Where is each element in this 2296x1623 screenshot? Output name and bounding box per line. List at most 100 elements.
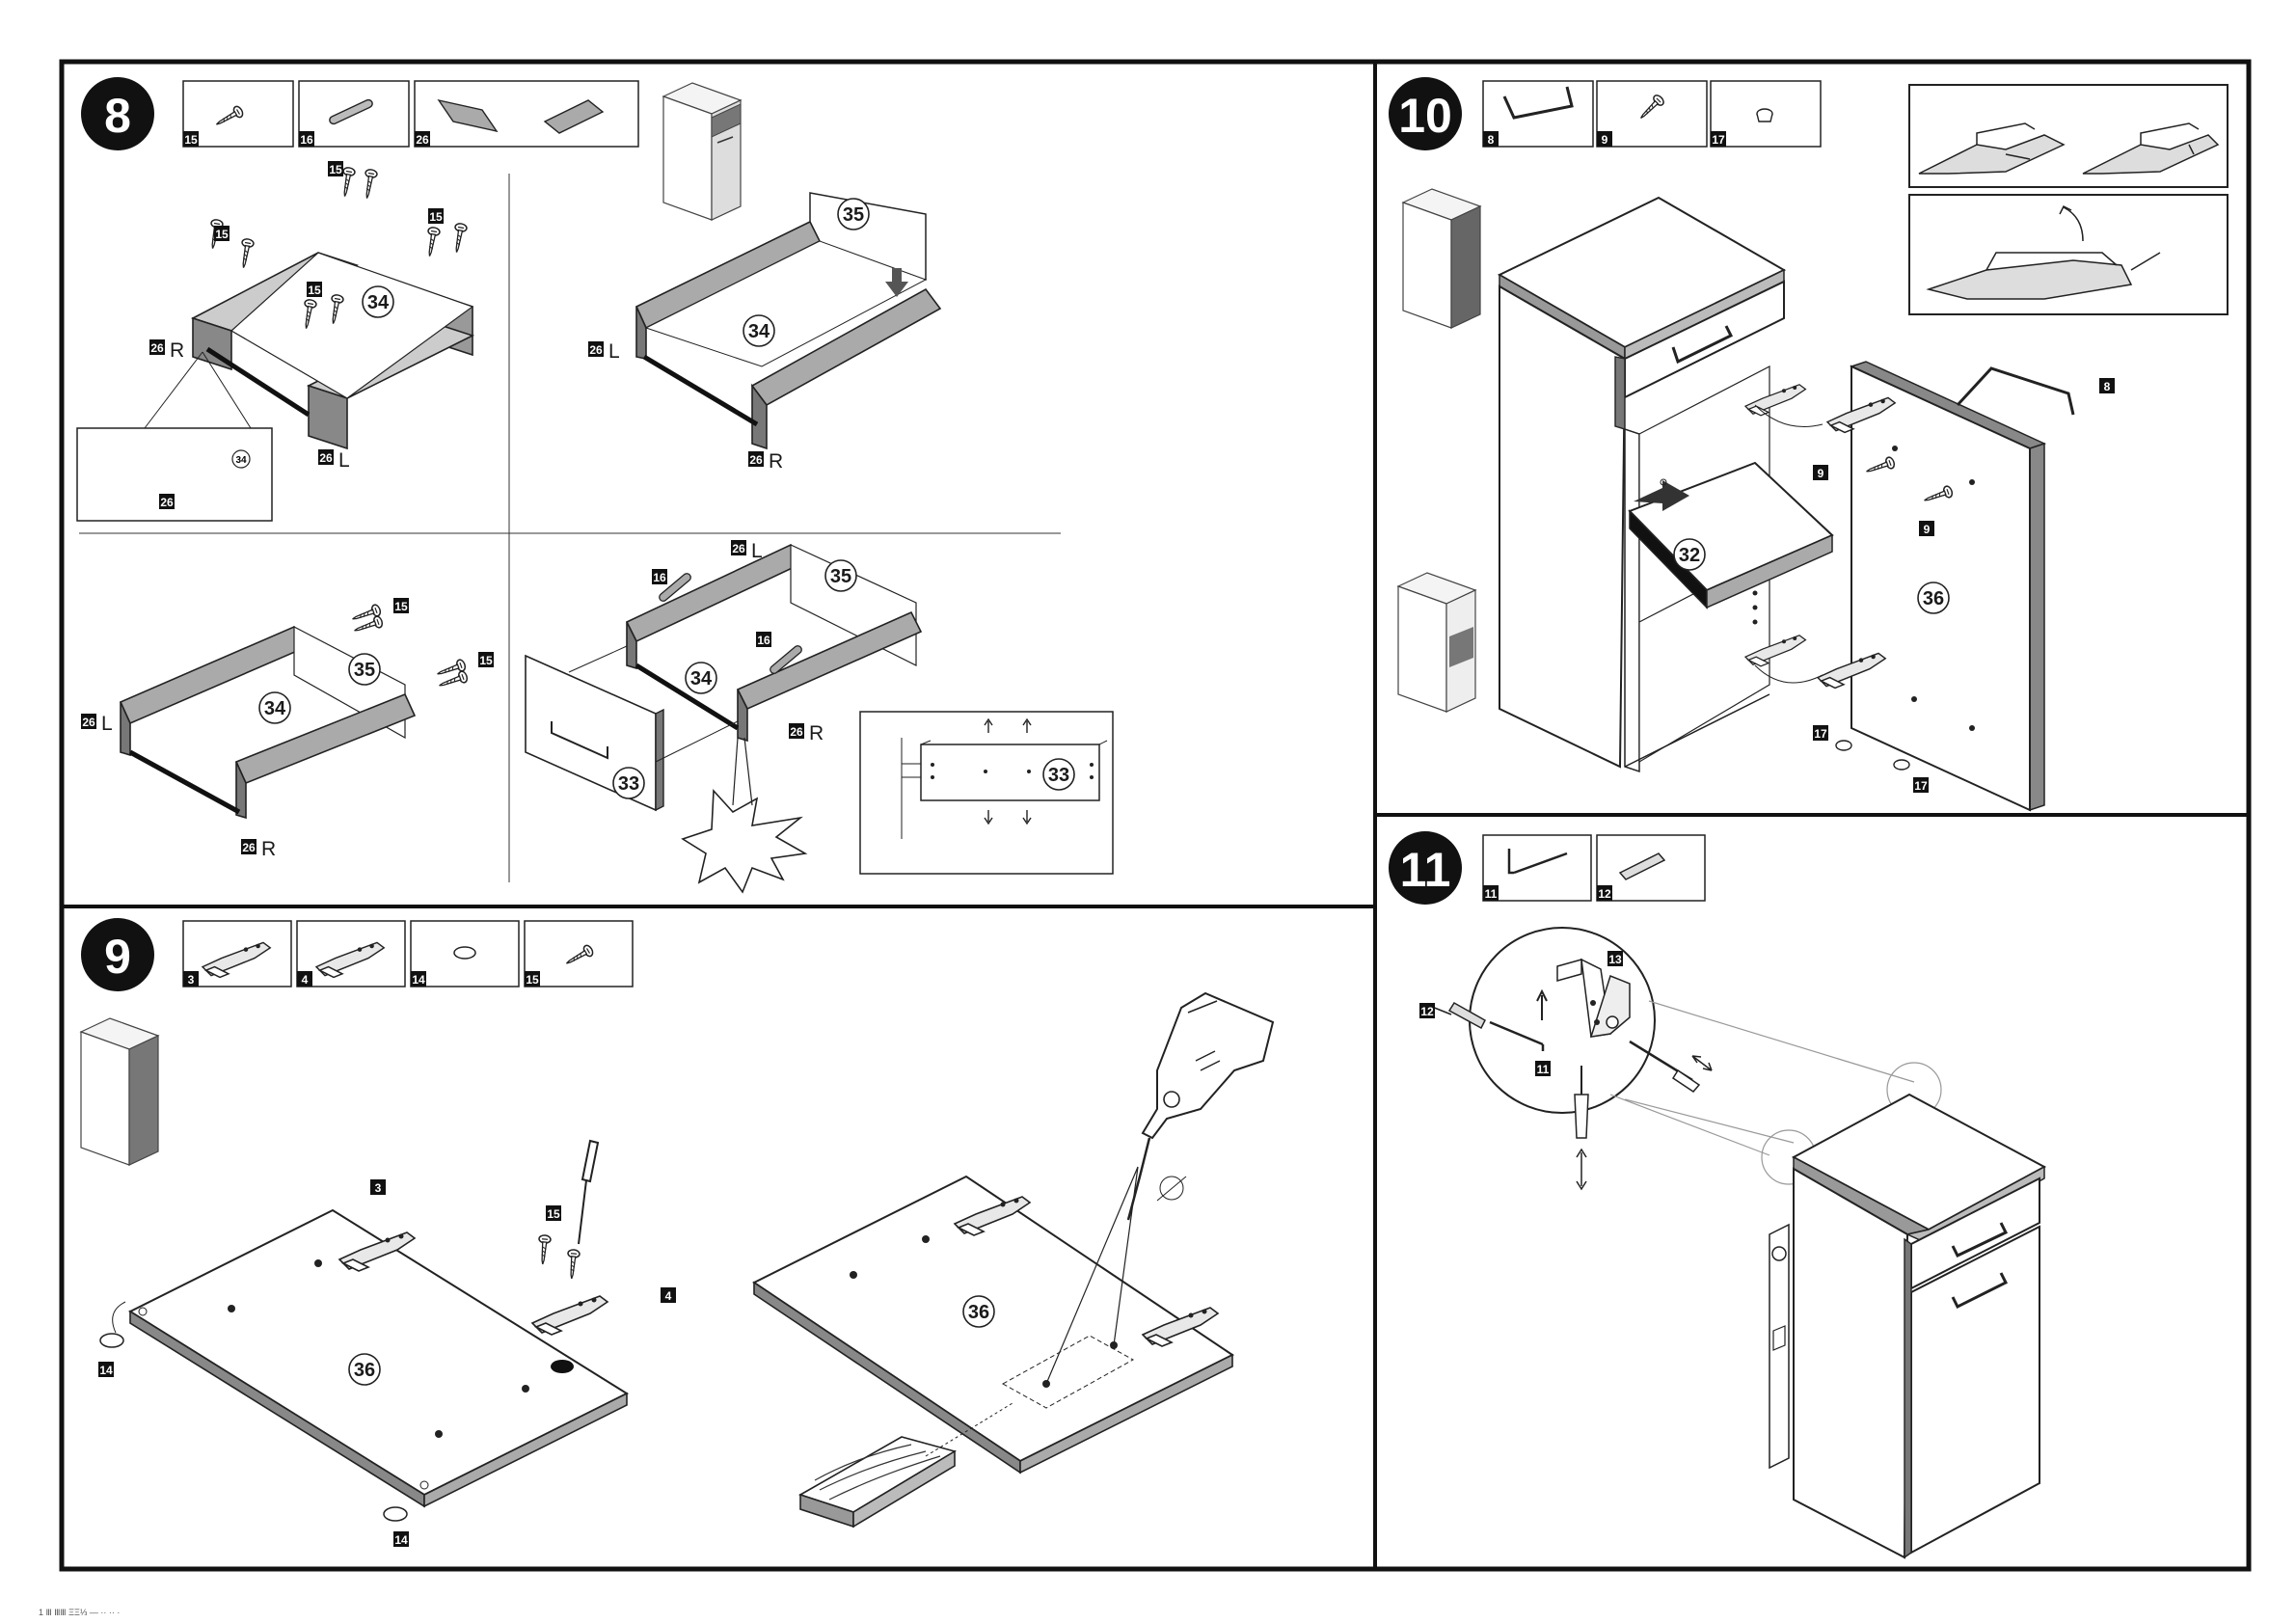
- bumper-icon: [1757, 109, 1772, 122]
- label: 34: [264, 698, 286, 719]
- label: 26: [160, 496, 174, 509]
- label: 9: [1818, 467, 1824, 480]
- wall-cabinet-11: [1769, 1095, 2044, 1557]
- drawer-assembly-8d: 33 16 16 26 L 35 34 26 R: [526, 540, 1113, 892]
- label: 3: [375, 1181, 382, 1195]
- step-9-number: 9: [104, 930, 131, 984]
- door-panel-9b: 36: [754, 993, 1273, 1527]
- part-34: 34: [367, 292, 390, 313]
- tag-15: 15: [184, 133, 198, 147]
- label: 26: [242, 841, 256, 854]
- label: 26: [319, 451, 333, 465]
- step-11-number: 11: [1400, 843, 1451, 897]
- label: 8: [2104, 380, 2111, 393]
- label: L: [751, 540, 763, 562]
- label: 14: [99, 1364, 113, 1377]
- screwdriver-icon: [579, 1141, 598, 1244]
- tag-16: 16: [300, 133, 313, 147]
- label: 9: [1924, 523, 1931, 536]
- tag-14: 14: [412, 973, 425, 987]
- door-panel-9a: 36 3 15 4 14 14: [98, 1141, 676, 1547]
- drawer-assembly-8a: 15 15 15 15 34 26 R 26 L 34 26: [77, 161, 473, 521]
- part-35: 35: [843, 204, 864, 226]
- tag-8: 8: [1488, 133, 1495, 147]
- label: 15: [479, 654, 493, 667]
- label: R: [769, 450, 783, 473]
- label: 36: [1923, 588, 1944, 609]
- tag-11: 11: [1485, 887, 1498, 901]
- label: 26: [150, 341, 164, 355]
- mini-cabinet-icon: [663, 83, 741, 220]
- mini-cabinet-icon: [1403, 189, 1480, 328]
- label: 34: [235, 455, 247, 466]
- label: 34: [748, 321, 770, 342]
- step-8-badge: 8: [81, 77, 154, 150]
- label: 16: [757, 634, 770, 647]
- label: L: [608, 340, 620, 363]
- mini-cabinet-icon: [81, 1018, 158, 1165]
- label: 17: [1814, 727, 1827, 741]
- bumper-pad-icon: [454, 947, 475, 959]
- tag-4: 4: [302, 973, 309, 987]
- label: R: [809, 722, 824, 744]
- label: 26: [790, 725, 803, 739]
- label: 11: [1537, 1063, 1550, 1076]
- step-10-parts-boxes: 8 9 17: [1483, 81, 1821, 147]
- step-11-parts-boxes: 11 12: [1483, 835, 1705, 901]
- label: L: [101, 713, 113, 735]
- label: 34: [690, 668, 713, 690]
- step-10-badge: 10: [1389, 77, 1462, 150]
- label: 17: [1914, 779, 1928, 793]
- label: 35: [354, 660, 375, 681]
- label: 26: [732, 542, 745, 555]
- label: 26: [749, 453, 763, 467]
- wall-mount-detail: 12 11 13: [1419, 928, 1712, 1189]
- label: 15: [329, 163, 342, 176]
- step-8-number: 8: [104, 89, 131, 143]
- label: 15: [308, 284, 321, 297]
- step-9-parts-boxes: 3 4 14 15: [183, 921, 633, 987]
- wood-block-icon: [800, 1437, 955, 1527]
- step-11-badge: 11: [1389, 831, 1462, 905]
- label: R: [261, 838, 276, 860]
- drill-icon: [1128, 993, 1273, 1220]
- cabinet-10: 32: [1499, 198, 1832, 771]
- label: 15: [547, 1207, 560, 1221]
- tag-13: 13: [1608, 953, 1622, 966]
- label: 33: [1048, 765, 1069, 786]
- label: L: [338, 449, 350, 472]
- label: 14: [394, 1533, 408, 1547]
- tag-17: 17: [1712, 133, 1725, 147]
- label: 12: [1420, 1005, 1434, 1018]
- step-10-number: 10: [1398, 89, 1452, 143]
- label: 15: [394, 600, 408, 613]
- label: 4: [665, 1289, 672, 1303]
- impact-burst-icon: [683, 791, 805, 892]
- label: 15: [429, 210, 443, 224]
- tag-12: 12: [1598, 887, 1611, 901]
- tag-9: 9: [1602, 133, 1608, 147]
- part-32: 32: [1679, 545, 1700, 566]
- label: 15: [215, 228, 229, 241]
- label: R: [170, 339, 184, 362]
- label: 26: [589, 343, 603, 357]
- label: 16: [653, 571, 666, 584]
- footer-text: 1 Ⅲ ⅢⅢ ΞΞ⅓ — ·· ·· ·: [39, 1608, 120, 1617]
- hinge-detail-inset-bottom: [1909, 195, 2228, 314]
- label: 15: [526, 973, 539, 987]
- door-panel-10: 36 8 9 9 17 17: [1813, 362, 2115, 810]
- hinge-detail-inset-top: [1909, 85, 2228, 187]
- tag-26: 26: [416, 133, 429, 147]
- drawer-assembly-8b: 35 34 26 L 26 R: [588, 193, 940, 473]
- tag-3: 3: [188, 973, 195, 987]
- label: 26: [82, 716, 95, 729]
- step-9-badge: 9: [81, 918, 154, 991]
- drawer-assembly-8c: 15 15 35 34 26 L 26 R: [81, 598, 494, 860]
- mini-cabinet-open-icon: [1398, 573, 1475, 712]
- label: 36: [968, 1302, 989, 1323]
- label: 35: [830, 566, 851, 587]
- part-33: 33: [618, 773, 639, 795]
- part-36: 36: [354, 1360, 375, 1381]
- step-8-parts-boxes: 15 16 26: [183, 81, 638, 147]
